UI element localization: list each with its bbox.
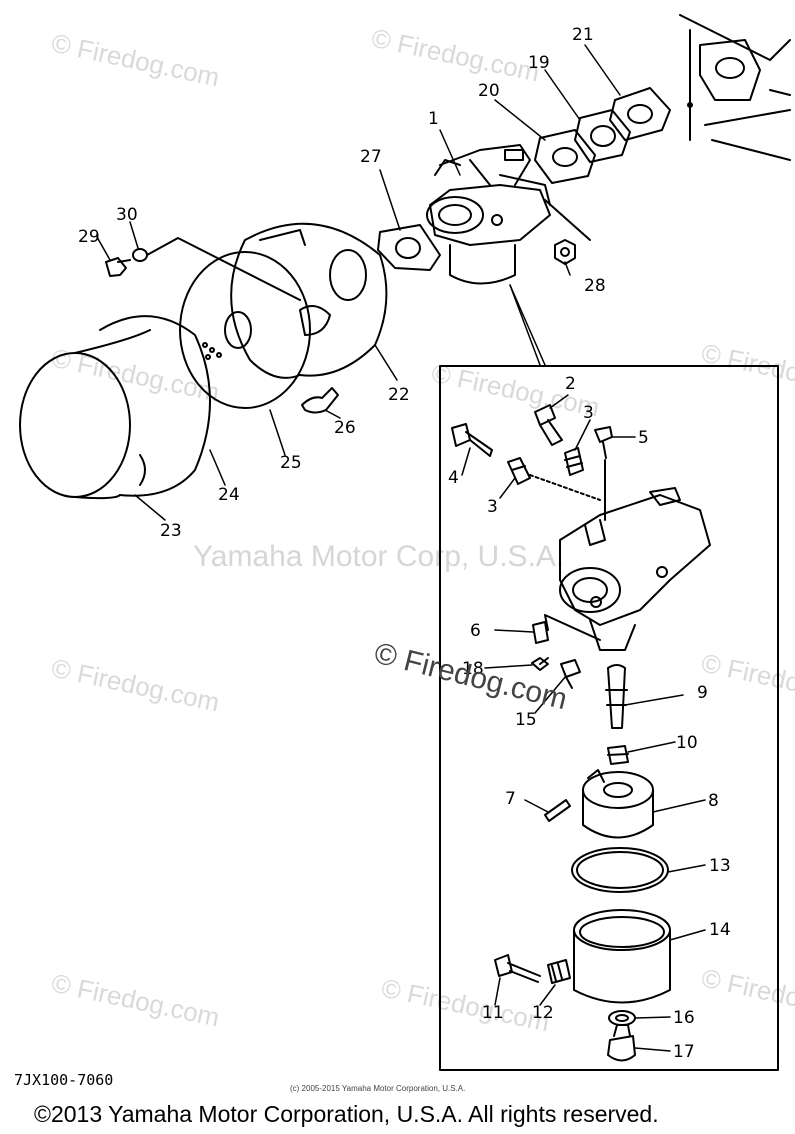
leader-lines-upper (96, 44, 621, 521)
drain-screw-11 (494, 954, 541, 983)
engine-mount-fragment (679, 14, 791, 161)
label-5: 5 (638, 428, 649, 448)
main-jet-10 (607, 745, 629, 765)
label-18: 18 (462, 659, 484, 679)
carburetor-assembly (426, 144, 551, 285)
gasket-21 (609, 87, 671, 141)
spring-3b (507, 457, 601, 501)
throttle-screw-4 (451, 423, 493, 457)
gasket-19 (574, 109, 631, 163)
detail-box (439, 365, 779, 1071)
tiny-notice: (c) 2005-2015 Yamaha Motor Corporation, … (290, 1084, 466, 1093)
screw-5 (594, 426, 613, 459)
air-filter-element (179, 251, 311, 409)
pilot-screw-2 (534, 404, 563, 446)
label-28: 28 (584, 276, 606, 296)
label-30: 30 (116, 205, 138, 225)
air-cleaner-cover (19, 315, 211, 500)
clip-18 (531, 657, 549, 671)
float-bowl-14 (573, 909, 671, 1004)
gasket-20 (534, 129, 596, 184)
wing-nut-26 (301, 387, 339, 414)
label-4: 4 (448, 468, 459, 488)
label-27: 27 (360, 147, 382, 167)
label-3a: 3 (583, 403, 594, 423)
label-17: 17 (673, 1042, 695, 1062)
washer-30 (132, 237, 301, 301)
label-9: 9 (697, 683, 708, 703)
o-ring-13 (571, 847, 669, 893)
copyright-notice: ©2013 Yamaha Motor Corporation, U.S.A. A… (34, 1101, 659, 1127)
label-26: 26 (334, 418, 356, 438)
label-24: 24 (218, 485, 240, 505)
label-6: 6 (470, 621, 481, 641)
label-7: 7 (505, 789, 516, 809)
label-10: 10 (676, 733, 698, 753)
label-1: 1 (428, 109, 439, 129)
label-23: 23 (160, 521, 182, 541)
screw-29 (105, 257, 131, 277)
label-14: 14 (709, 920, 731, 940)
part-labels: 1 2 3 3 4 5 6 7 8 9 10 11 12 13 14 15 16… (78, 25, 731, 1062)
nut-28 (544, 199, 591, 265)
bolt-17 (607, 1024, 636, 1062)
label-12: 12 (532, 1003, 554, 1023)
carburetor-body-detail (544, 459, 711, 651)
label-3b: 3 (487, 497, 498, 517)
watermark-corp: Yamaha Motor Corp, U.S.A. (193, 540, 565, 573)
spring-3a (564, 447, 584, 476)
label-19: 19 (528, 53, 550, 73)
label-20: 20 (478, 81, 500, 101)
label-13: 13 (709, 856, 731, 876)
diagram-code: 7JX100-7060 (14, 1071, 114, 1089)
label-22: 22 (388, 385, 410, 405)
label-8: 8 (708, 791, 719, 811)
leader-lines-detail (461, 394, 706, 1052)
air-cleaner-case (230, 222, 388, 379)
label-2: 2 (565, 374, 576, 394)
pin-7 (544, 799, 571, 822)
gasket-27 (377, 224, 441, 271)
main-nozzle-9 (605, 664, 628, 729)
label-11: 11 (482, 1003, 504, 1023)
jet-6 (532, 621, 549, 644)
label-15: 15 (515, 710, 537, 730)
screw-15 (560, 659, 581, 689)
label-29: 29 (78, 227, 100, 247)
detail-leader (509, 284, 546, 366)
gasket-16 (608, 1010, 636, 1026)
spring-12 (547, 959, 571, 984)
label-25: 25 (280, 453, 302, 473)
float-8 (582, 769, 654, 839)
label-21: 21 (572, 25, 594, 45)
label-16: 16 (673, 1008, 695, 1028)
